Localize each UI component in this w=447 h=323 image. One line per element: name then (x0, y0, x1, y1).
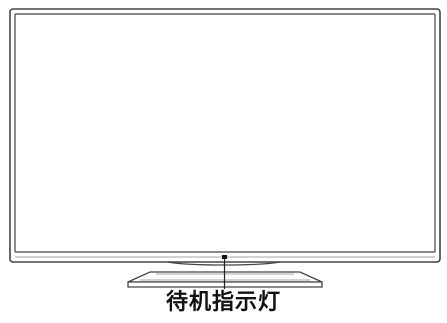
standby-indicator-light (222, 255, 227, 259)
standby-indicator-label: 待机指示灯 (165, 290, 281, 315)
tv-screen (14, 13, 436, 253)
